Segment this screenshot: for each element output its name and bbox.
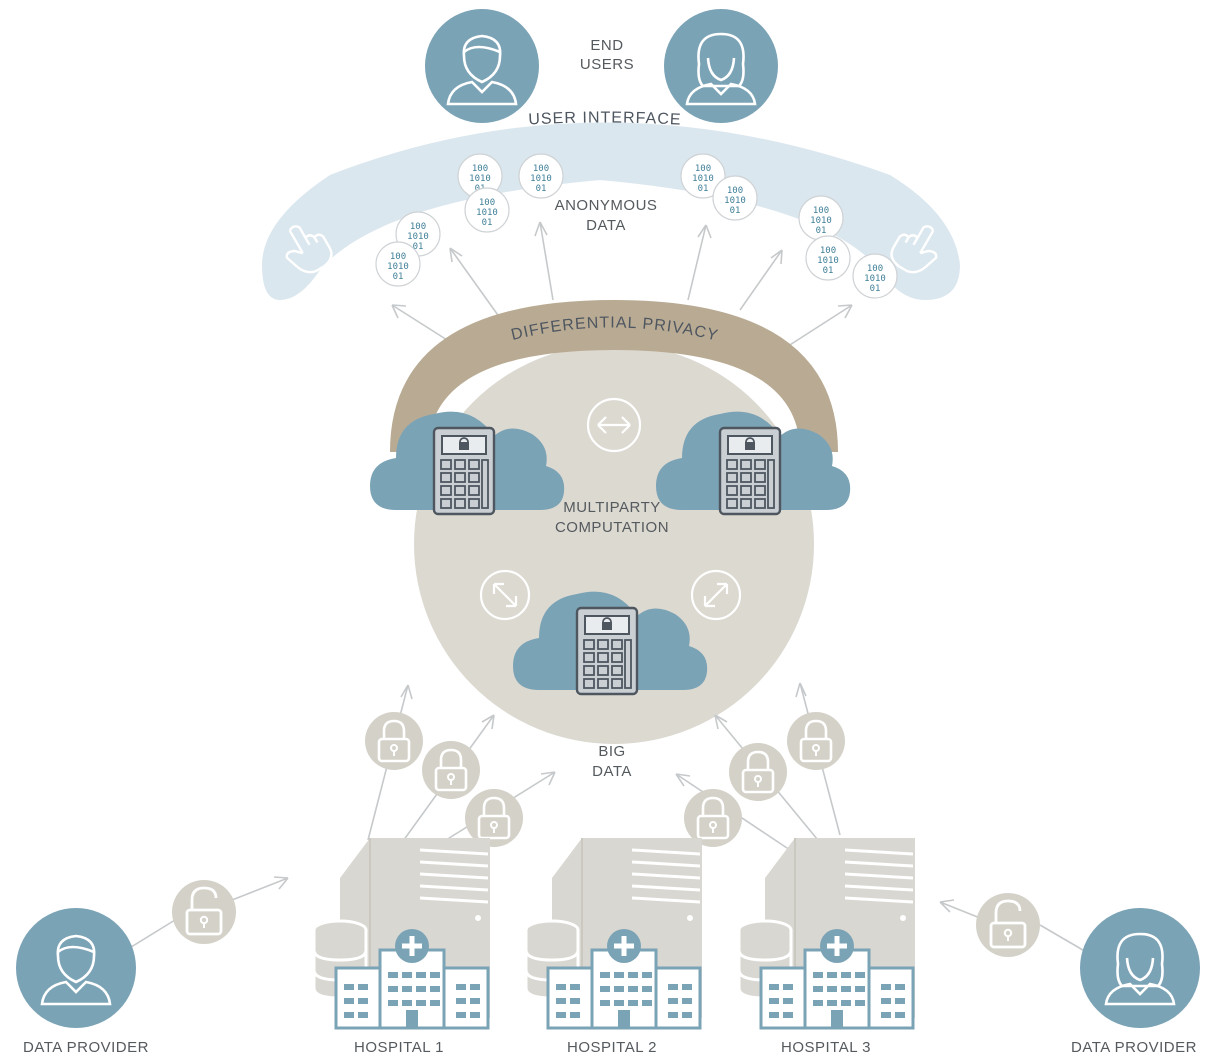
- hospital-3-label: HOSPITAL 3: [781, 1039, 871, 1056]
- hospital-2-icon: [526, 838, 702, 1028]
- svg-text:01: 01: [698, 184, 709, 194]
- data-provider-left-label: DATA PROVIDER: [23, 1039, 149, 1056]
- data-provider-right-avatar: [1080, 908, 1200, 1028]
- big-data-label-line1: BIG: [598, 743, 625, 760]
- user-interface-band: [262, 122, 960, 300]
- svg-text:1010: 1010: [692, 174, 714, 184]
- anonymous-data-label-line2: DATA: [586, 217, 626, 234]
- anonymous-data-label-line1: ANONYMOUS: [555, 197, 658, 214]
- end-user-male-avatar: [425, 9, 539, 123]
- svg-text:01: 01: [870, 284, 881, 294]
- svg-text:100: 100: [813, 206, 829, 216]
- differential-privacy-band: [390, 300, 838, 452]
- svg-text:100: 100: [820, 246, 836, 256]
- data-provider-left-avatar: [16, 908, 136, 1028]
- svg-text:01: 01: [413, 242, 424, 252]
- svg-text:100: 100: [533, 164, 549, 174]
- end-user-female-avatar: [664, 9, 778, 123]
- output-arrows: [391, 221, 853, 351]
- hand-pointer-icon[interactable]: [275, 216, 336, 280]
- svg-text:100: 100: [479, 198, 495, 208]
- hospital-2-label: HOSPITAL 2: [567, 1039, 657, 1056]
- end-users-label-line2: USERS: [580, 56, 634, 73]
- hospital-3-icon: [739, 838, 915, 1028]
- provider-arrow: [231, 876, 289, 901]
- data-provider-right-label: DATA PROVIDER: [1071, 1039, 1197, 1056]
- svg-text:100: 100: [472, 164, 488, 174]
- svg-text:1010: 1010: [817, 256, 839, 266]
- svg-text:1010: 1010: [724, 196, 746, 206]
- svg-text:1010: 1010: [476, 208, 498, 218]
- svg-text:100: 100: [727, 186, 743, 196]
- lock-icon: [363, 710, 425, 772]
- end-users-label-line1: END: [590, 37, 623, 54]
- svg-text:1010: 1010: [864, 274, 886, 284]
- svg-text:1010: 1010: [810, 216, 832, 226]
- mpc-label-line1: MULTIPARTY: [563, 499, 661, 516]
- unlock-icon: [170, 878, 238, 946]
- big-data-label-line2: DATA: [592, 763, 632, 780]
- lock-icon: [420, 739, 482, 801]
- unlock-icon: [974, 891, 1042, 959]
- hospital-1-label: HOSPITAL 1: [354, 1039, 444, 1056]
- svg-text:100: 100: [410, 222, 426, 232]
- svg-text:01: 01: [536, 184, 547, 194]
- svg-text:1010: 1010: [469, 174, 491, 184]
- swap-arrows-icon: [479, 569, 531, 621]
- swap-arrows-icon: [690, 569, 742, 621]
- svg-text:1010: 1010: [530, 174, 552, 184]
- lock-icon: [727, 741, 789, 803]
- user-interface-label: USER INTERFACE: [528, 109, 682, 128]
- svg-text:01: 01: [393, 272, 404, 282]
- swap-arrows-icon: [586, 397, 642, 453]
- svg-text:100: 100: [390, 252, 406, 262]
- hospital-1-icon: [314, 838, 490, 1028]
- hand-pointer-icon[interactable]: [887, 216, 948, 280]
- svg-text:1010: 1010: [407, 232, 429, 242]
- svg-text:01: 01: [823, 266, 834, 276]
- svg-text:01: 01: [482, 218, 493, 228]
- svg-text:1010: 1010: [387, 262, 409, 272]
- svg-text:01: 01: [730, 206, 741, 216]
- svg-text:01: 01: [816, 226, 827, 236]
- svg-text:100: 100: [867, 264, 883, 274]
- lock-icon: [785, 710, 847, 772]
- mpc-label-line2: COMPUTATION: [555, 519, 669, 536]
- svg-text:100: 100: [695, 164, 711, 174]
